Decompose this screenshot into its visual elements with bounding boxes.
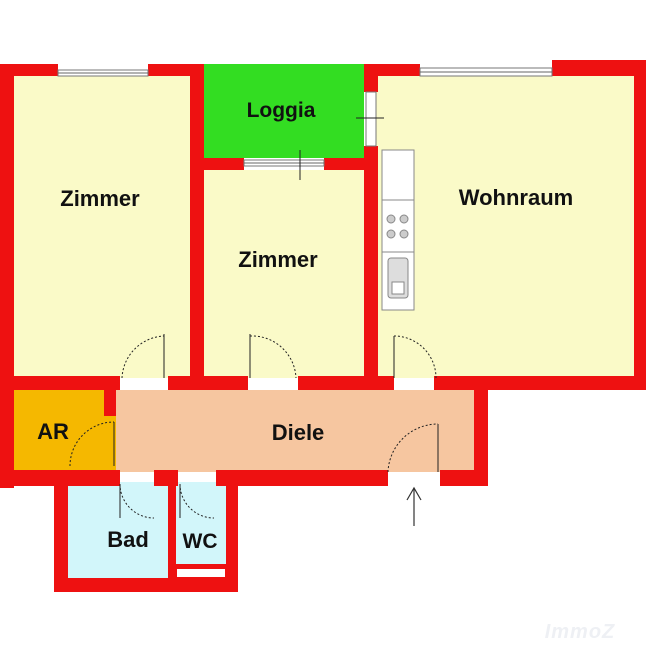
room-labels: Zimmer Loggia Zimmer Wohnraum AR Diele B… xyxy=(37,99,573,553)
floor-wc xyxy=(176,482,226,564)
floor-loggia xyxy=(204,64,364,158)
doors xyxy=(69,334,439,519)
kitchen-counter xyxy=(381,149,415,311)
floor-bad xyxy=(68,482,168,578)
floor-wohnraum xyxy=(376,76,634,378)
floor-diele xyxy=(116,390,474,472)
floor-zimmer-mid xyxy=(204,170,370,378)
watermark: ImmoZ xyxy=(545,621,616,643)
label-bad: Bad xyxy=(107,527,149,552)
floor-zimmer-left xyxy=(14,76,192,378)
entrance-arrow-icon xyxy=(406,486,422,526)
floor-wohnraum-bay xyxy=(440,370,634,378)
floor-ar xyxy=(14,390,116,470)
label-ar: AR xyxy=(37,419,69,444)
windows xyxy=(57,67,553,180)
stove-icon xyxy=(386,214,409,239)
walls xyxy=(0,60,646,592)
label-zimmer-mid: Zimmer xyxy=(238,247,318,272)
room-floors xyxy=(14,64,634,578)
label-wc: WC xyxy=(183,530,218,553)
label-diele: Diele xyxy=(272,420,325,445)
sink-icon xyxy=(387,257,409,299)
window-loggia-side xyxy=(365,91,377,147)
label-wohnraum: Wohnraum xyxy=(459,185,573,210)
label-zimmer-left: Zimmer xyxy=(60,186,140,211)
label-loggia: Loggia xyxy=(247,99,316,122)
